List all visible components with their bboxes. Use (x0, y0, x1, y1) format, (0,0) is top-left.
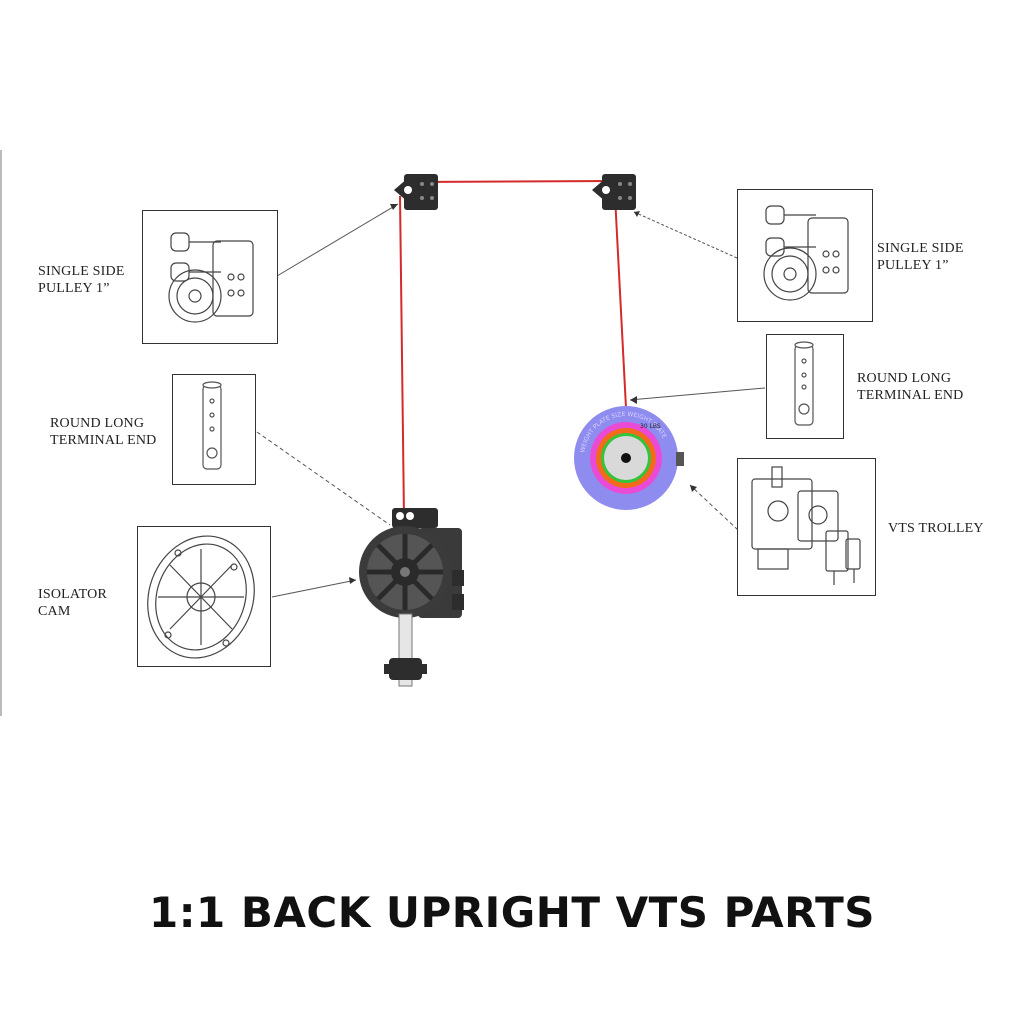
page-caption: 1:1 BACK UPRIGHT VTS PARTS (149, 888, 875, 937)
leader-terminal-right (629, 387, 766, 401)
pulley-illustration-left (168, 232, 254, 323)
cable (399, 180, 627, 519)
leader-pulley-right (633, 211, 738, 259)
leader-trolley (689, 484, 739, 531)
pulley-illustration-right (763, 205, 849, 301)
top-pulley-right (592, 174, 636, 210)
box-pulley-right (737, 189, 873, 322)
isolator-cam-assembly (359, 508, 464, 687)
leader-arrowheads (349, 204, 697, 584)
vts-trolley-illustration (751, 466, 861, 585)
leader-pulley-left (276, 203, 399, 277)
top-pulley-left (394, 174, 438, 210)
weight-plate: WEIGHT PLATE SIZE WEIGHT PLATE 30 LBS (574, 406, 684, 510)
terminal-illustration-right (794, 341, 814, 426)
box-terminal-left (172, 374, 256, 485)
plate-hub (621, 453, 631, 463)
isolator-cam-illustration (147, 535, 255, 659)
box-terminal-right (766, 334, 844, 439)
label-vts-trolley: VTS TROLLEY (888, 521, 984, 536)
leader-lines (256, 203, 766, 598)
leader-terminal-left (256, 431, 391, 526)
leader-isolator (271, 579, 357, 598)
box-vts-trolley (737, 458, 876, 596)
box-pulley-left (142, 210, 278, 344)
box-isolator-cam (137, 526, 271, 667)
plate-weight-text: 30 LBS (640, 423, 661, 430)
terminal-illustration-left (202, 381, 222, 470)
left-edge-line (0, 150, 2, 716)
